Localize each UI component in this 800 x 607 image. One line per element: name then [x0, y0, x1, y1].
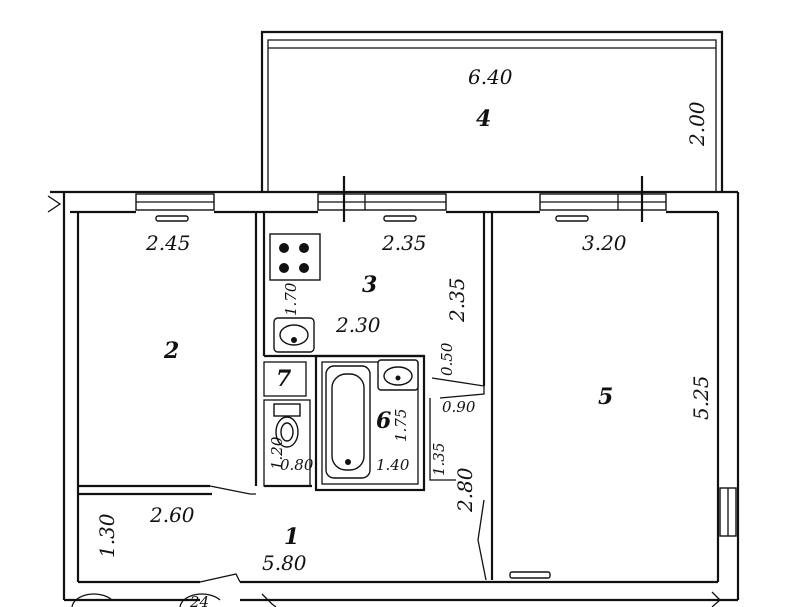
room-label-1: 1 — [284, 524, 299, 550]
entry-number: 24 — [189, 593, 209, 607]
stove — [269, 233, 321, 281]
dim-basin-depth: 0.50 — [438, 342, 456, 376]
dim-bath-len: 1.75 — [392, 409, 410, 442]
dim-room5-depth: 5.25 — [689, 375, 713, 420]
balcony — [260, 30, 724, 192]
room-label-5: 5 — [598, 384, 613, 410]
dim-hall-depth: 1.30 — [95, 513, 119, 558]
dim-balcony-height: 2.00 — [685, 101, 709, 147]
room-label-4: 4 — [476, 106, 491, 132]
dim-wc-width: 0.80 — [280, 456, 314, 474]
dim-room2-width: 2.45 — [145, 231, 191, 255]
room-label-3: 3 — [362, 272, 377, 298]
bathtub — [325, 365, 371, 479]
dim-kitchen-width: 2.35 — [381, 231, 427, 255]
room-label-6: 6 — [376, 408, 391, 434]
dim-wc-len: 1.20 — [268, 436, 286, 470]
radiators — [155, 215, 589, 579]
room-label-2: 2 — [163, 338, 179, 364]
dim-passage-width: 0.90 — [442, 398, 476, 416]
bath-basin — [377, 359, 419, 391]
dim-stove-depth: 1.70 — [282, 282, 300, 316]
dim-hall-width: 2.60 — [149, 503, 195, 527]
room-area-1: 5.80 — [262, 551, 307, 575]
kitchen-sink — [273, 317, 315, 353]
toilet — [273, 403, 301, 448]
windows — [135, 176, 737, 537]
exterior-wall — [47, 190, 740, 602]
interior-walls — [71, 212, 721, 607]
dim-room5-width: 3.20 — [582, 231, 627, 255]
room-area-3: 2.30 — [335, 313, 381, 337]
room-area-4: 6.40 — [468, 65, 513, 89]
dim-passage-len: 1.35 — [430, 443, 448, 476]
dim-kitchen-depth: 2.35 — [445, 277, 469, 323]
dim-door-gap: 2.80 — [453, 467, 477, 513]
room-label-7: 7 — [276, 366, 292, 392]
dim-bath-width: 1.40 — [376, 456, 410, 474]
